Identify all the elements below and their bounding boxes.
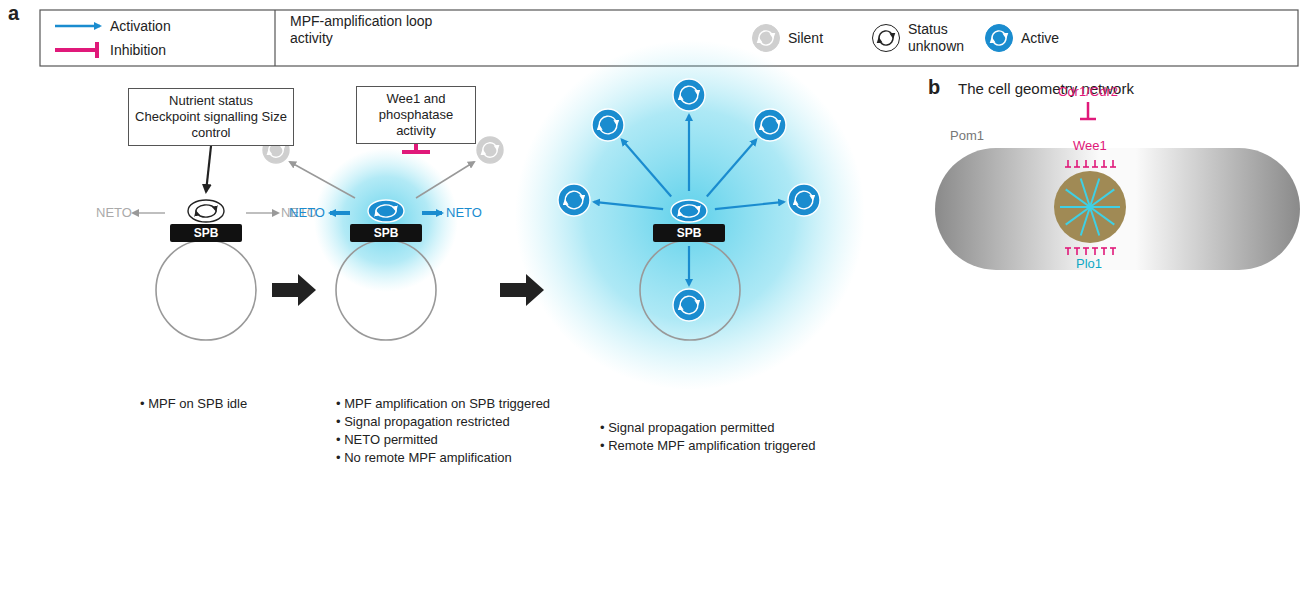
bullet-note: • No remote MPF amplification [336,450,512,466]
inhibitor-box: Wee1 and phosphatase activity [356,86,476,144]
loop-icon [872,24,900,52]
node-text: Wee1 and phosphatase activity [363,91,469,139]
loop-icon [754,109,786,141]
bullet-note: • MPF amplification on SPB triggered [336,396,550,412]
protein-label: Wee1 [1073,138,1107,154]
loop-icon [558,184,590,216]
neto-label: NETO [446,205,482,221]
legend-heading: MPF-amplification loop activity [290,13,450,47]
legend-text: Status unknown [908,21,970,55]
spb-bar: SPB [653,192,725,242]
loop-icon [752,24,780,52]
bullet-note: • Signal propagation permitted [600,420,774,436]
legend-swatch [872,24,900,52]
loop-icon [788,184,820,216]
bullet-note: • Signal propagation restricted [336,414,510,430]
loop-icon [592,109,624,141]
loop-icon [477,137,503,163]
node-text: SPB [170,224,242,242]
protein-label: Pom1 [950,128,984,144]
step-arrow [272,274,316,306]
activation-sample [55,25,100,28]
neto-label: NETO [96,205,132,221]
legend-text: Silent [788,30,823,47]
connector [206,146,211,192]
legend-text: Active [1021,30,1059,47]
nucleus [156,240,256,340]
protein-label: Plo1 [1076,256,1102,272]
input-box: Nutrient status Checkpoint signalling Si… [128,88,294,146]
nucleus [336,240,436,340]
loop-icon [671,200,707,222]
protein-label: Cdr1/Cdr2 [1058,84,1118,100]
spb-bar: SPB [170,192,242,242]
loop-icon [673,289,705,321]
legend-text: Activation [110,18,171,35]
legend-swatch [985,24,1013,52]
loop-icon [368,200,404,222]
node-text: Nutrient status Checkpoint signalling Si… [135,93,287,141]
loop-icon [985,24,1013,52]
legend-text: Inhibition [110,42,166,59]
cell [935,148,1300,270]
node-text: SPB [653,224,725,242]
bullet-note: • MPF on SPB idle [140,396,247,412]
nucleus [640,240,740,340]
nucleus [1054,171,1126,243]
panel-letter: b [928,76,940,99]
node-text: SPB [350,224,422,242]
spb-bar: SPB [350,192,422,242]
inhibition-sample [55,42,97,58]
bullet-note: • NETO permitted [336,432,438,448]
legend-swatch [752,24,780,52]
bullet-note: • Remote MPF amplification triggered [600,438,816,454]
step-arrow [500,274,544,306]
loop-icon [188,200,224,222]
panel-letter: a [8,2,19,25]
loop-icon [673,79,705,111]
neto-label: NETO [289,205,325,221]
